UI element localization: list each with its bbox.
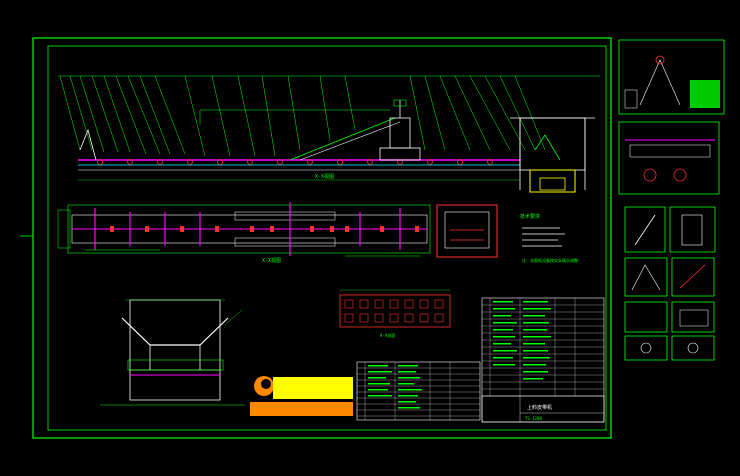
sheet-thumbnail-2[interactable] [618, 121, 720, 195]
sheet-thumbnail-4[interactable] [624, 257, 715, 297]
title-block-number: TS-1200 [525, 416, 542, 421]
company-logo-icon [250, 376, 353, 416]
sheet-thumbnail-6[interactable] [624, 335, 715, 361]
elevation-view-caption: X-X视图 [315, 173, 334, 180]
section-detail: A-A剖面 [339, 289, 451, 338]
notes-title: 技术要求 [520, 213, 540, 220]
technical-notes: 技术要求 注：本图纸设备按实际情况调整 [520, 213, 578, 263]
bill-of-materials-table: 上料皮带机 TS-1200 [481, 297, 605, 423]
sheet-thumbnail-1[interactable] [618, 39, 725, 115]
plan-view-caption: X-X视图 [262, 257, 281, 264]
idler-cross-section [100, 299, 245, 406]
parts-list-table [356, 361, 481, 421]
sheet-thumbnail-5[interactable] [624, 301, 715, 333]
sheet-thumbnail-3[interactable] [624, 206, 716, 253]
plan-view: X-X视图 [57, 202, 498, 264]
title-block-main: 上料皮带机 [527, 404, 552, 411]
main-sheet-inner-frame [47, 45, 607, 431]
notes-footer: 注：本图纸设备按实际情况调整 [522, 257, 578, 263]
section-detail-caption: A-A剖面 [380, 332, 395, 338]
main-sheet-frame [32, 37, 612, 439]
elevation-view: X-X视图 [58, 75, 600, 193]
